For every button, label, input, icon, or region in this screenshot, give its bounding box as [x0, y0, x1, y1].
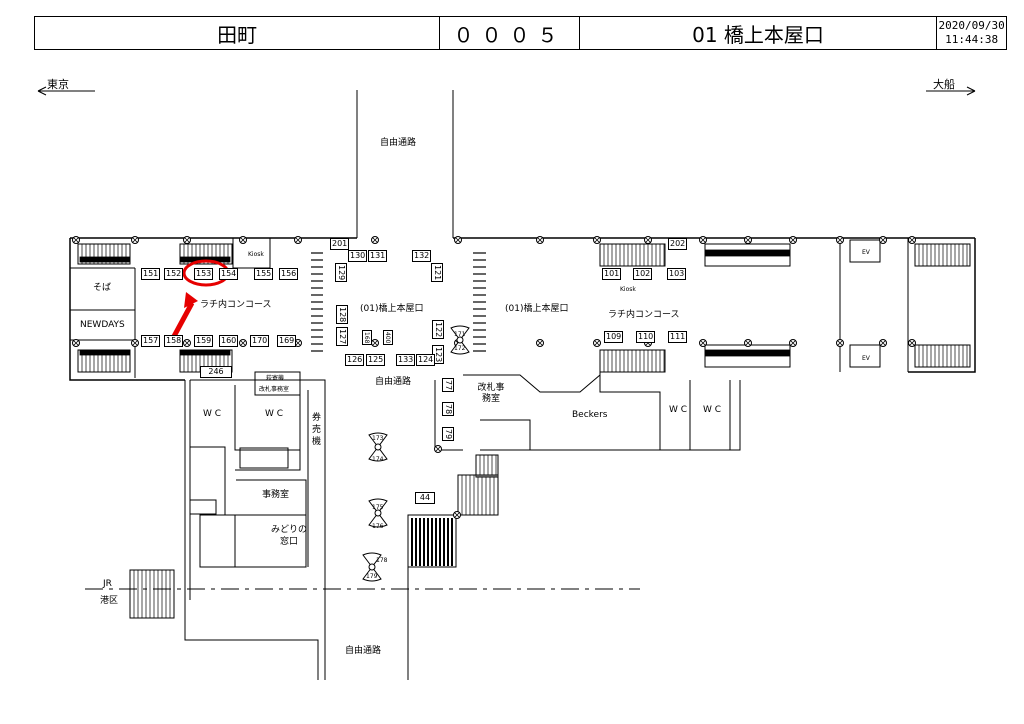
time-text: 11:44:38 — [945, 33, 999, 46]
panel-124: 124 — [416, 354, 436, 366]
fan-178: 178 — [376, 557, 388, 564]
panel-153: 153 — [194, 268, 214, 280]
gate-office: 改札事務室 — [477, 383, 505, 404]
fan-171: 171 — [454, 331, 466, 338]
ticket-office-sub: 改札事務室 — [259, 386, 290, 393]
fan-179: 179 — [366, 573, 378, 580]
station-code: ０００５ — [440, 17, 580, 49]
fan-175: 175 — [372, 504, 384, 511]
fan-174: 174 — [372, 456, 384, 463]
wc-3: W C — [669, 405, 688, 415]
panel-101: 101 — [602, 268, 622, 280]
ticket-machines: 券売機 — [312, 413, 322, 447]
panel-121: 121 — [431, 263, 443, 283]
panel-151: 151 — [141, 268, 161, 280]
panel-79: 79 — [442, 427, 454, 442]
exit-name: 01 橋上本屋口 — [580, 17, 938, 49]
ward-label: 港区 — [100, 596, 119, 606]
panel-129: 129 — [335, 263, 347, 283]
panel-159: 159 — [194, 335, 214, 347]
panel-155: 155 — [254, 268, 274, 280]
panel-156: 156 — [279, 268, 299, 280]
panel-202: 202 — [668, 238, 688, 250]
panel-169: 169 — [277, 335, 297, 347]
panel-160: 160 — [219, 335, 239, 347]
panel-152: 152 — [164, 268, 184, 280]
exit-label-right: (01)橋上本屋口 — [505, 304, 569, 314]
concourse-right: ラチ内コンコース — [608, 310, 680, 320]
date-text: 2020/09/30 — [938, 19, 1005, 32]
fan-173: 173 — [372, 435, 384, 442]
wc-2: W C — [265, 409, 284, 419]
panel-110: 110 — [636, 331, 656, 343]
panel-126: 126 — [345, 354, 365, 366]
panel-111: 111 — [668, 331, 688, 343]
left-arrow-icon — [37, 86, 95, 96]
wc-4: W C — [703, 405, 722, 415]
elevator-2: EV — [862, 355, 870, 362]
panel-133: 133 — [396, 354, 416, 366]
concourse-left: ラチ内コンコース — [200, 300, 272, 310]
fan-172: 172 — [454, 345, 466, 352]
free-passage-top: 自由通路 — [380, 138, 417, 148]
midori-window: みどりの窓口 — [270, 525, 307, 547]
panel-168: 168 — [362, 330, 372, 346]
panel-109: 109 — [604, 331, 624, 343]
soba-shop: そば — [93, 283, 112, 293]
exit-label-left: (01)橋上本屋口 — [360, 304, 424, 314]
beckers-shop: Beckers — [572, 410, 608, 420]
panel-154: 154 — [219, 268, 239, 280]
right-arrow-icon — [926, 86, 976, 96]
free-passage-bottom: 自由通路 — [345, 646, 382, 656]
panel-128: 128 — [336, 305, 348, 325]
office-room: 事務室 — [262, 490, 290, 500]
panel-102: 102 — [633, 268, 653, 280]
newdays-shop: NEWDAYS — [80, 320, 125, 330]
ticket-office-top: 荻寄機 — [266, 375, 285, 382]
direction-left: 東京 — [47, 78, 69, 91]
kiosk-right: Kiosk — [620, 286, 636, 293]
fan-176: 176 — [372, 523, 384, 530]
direction-right: 大船 — [933, 78, 955, 91]
panel-103: 103 — [667, 268, 687, 280]
highlight-arrow-head — [184, 292, 198, 308]
panel-127: 127 — [336, 327, 348, 347]
wc-1: W C — [203, 409, 222, 419]
panel-246: 246 — [200, 366, 232, 378]
panel-77: 77 — [442, 378, 454, 393]
panel-131: 131 — [368, 250, 388, 262]
header-bar: 田町 ０００５ 01 橋上本屋口 2020/09/30 11:44:38 — [34, 16, 1007, 50]
panel-125: 125 — [366, 354, 386, 366]
elevator-1: EV — [862, 249, 870, 256]
jr-label: JR — [103, 579, 112, 589]
kiosk-left: Kiosk — [248, 251, 264, 258]
panel-132: 132 — [412, 250, 432, 262]
panel-157: 157 — [141, 335, 161, 347]
timestamp: 2020/09/30 11:44:38 — [937, 17, 1006, 49]
highlight-arrow — [169, 301, 195, 342]
panel-44: 44 — [415, 492, 435, 504]
panel-130: 130 — [348, 250, 368, 262]
panel-158: 158 — [164, 335, 184, 347]
panel-400: 400 — [383, 330, 393, 346]
panel-122: 122 — [432, 320, 444, 340]
free-passage-mid: 自由通路 — [375, 377, 412, 387]
station-name: 田町 — [35, 17, 441, 49]
panel-78: 78 — [442, 402, 454, 417]
panel-201: 201 — [330, 238, 350, 250]
panel-170: 170 — [250, 335, 270, 347]
